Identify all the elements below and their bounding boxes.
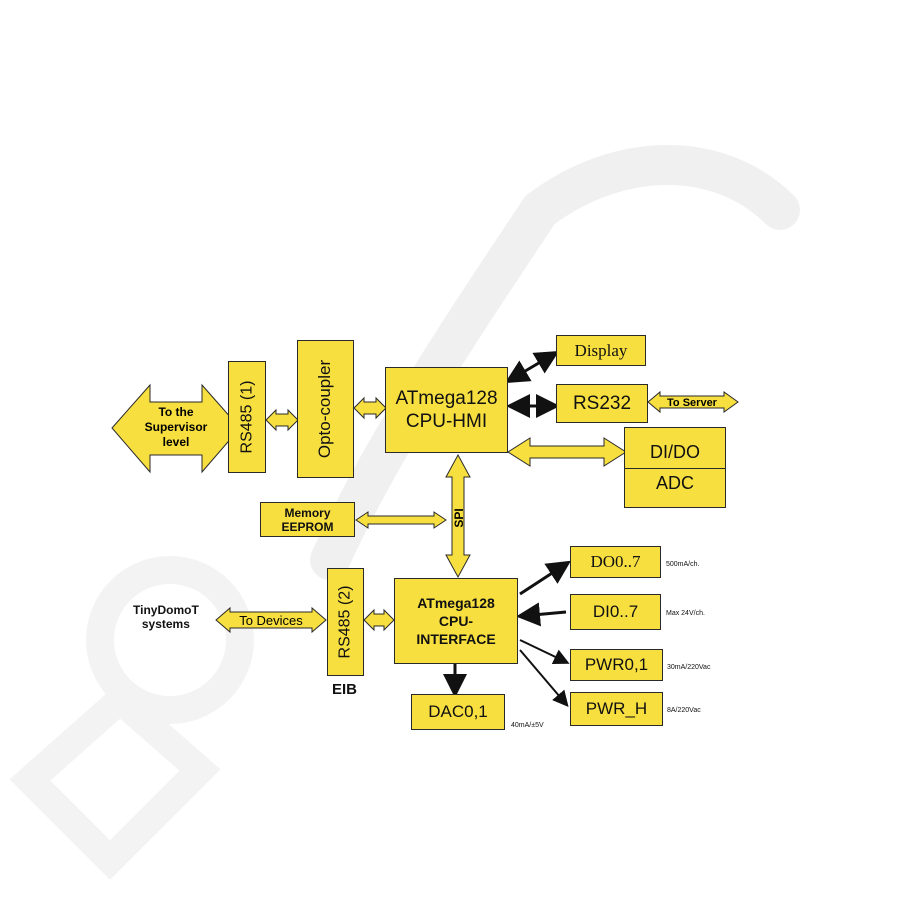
cpu-dido-arrow bbox=[508, 438, 626, 466]
tinydomot-label-1: TinyDomoT bbox=[133, 603, 199, 617]
cpu-if-label-1: ATmega128 bbox=[417, 594, 495, 612]
dac-spec-label: 40mA/±5V bbox=[511, 722, 544, 729]
dac01-label: DAC0,1 bbox=[428, 702, 488, 722]
do07-label: DO0..7 bbox=[590, 552, 640, 572]
memory-block: Memory EEPROM bbox=[260, 502, 355, 537]
eib-label: EIB bbox=[332, 681, 357, 698]
to-server-label: To Server bbox=[667, 397, 718, 409]
supervisor-arrow-label-1: To the bbox=[158, 405, 193, 419]
pwr01-spec-label: 30mA/220Vac bbox=[667, 664, 710, 671]
rs232-block: RS232 bbox=[556, 384, 648, 423]
pwr01-block: PWR0,1 bbox=[570, 649, 663, 681]
pwr01-label: PWR0,1 bbox=[585, 655, 648, 675]
to-devices-label: To Devices bbox=[239, 613, 303, 628]
cpu-hmi-label-2: CPU-HMI bbox=[406, 410, 487, 433]
memory-label-1: Memory bbox=[284, 506, 330, 520]
memory-spi-arrow bbox=[356, 512, 446, 528]
memory-label-2: EEPROM bbox=[281, 520, 333, 534]
cpu-if-label-2: CPU- bbox=[439, 612, 473, 630]
rs232-label: RS232 bbox=[573, 393, 631, 415]
do-spec-label: 500mA/ch. bbox=[666, 561, 699, 568]
do-arrow bbox=[520, 564, 566, 594]
dac01-block: DAC0,1 bbox=[411, 694, 505, 730]
rs485-2-label: RS485 (2) bbox=[337, 586, 355, 659]
opto-block: Opto-coupler bbox=[297, 340, 354, 478]
adc-label: ADC bbox=[625, 469, 725, 508]
cpu-hmi-block: ATmega128 CPU-HMI bbox=[385, 367, 508, 453]
rs485-2-block: RS485 (2) bbox=[327, 568, 364, 676]
tinydomot-label-2: systems bbox=[133, 617, 199, 631]
cpu-if-label-3: INTERFACE bbox=[416, 630, 495, 648]
rs485-1-block: RS485 (1) bbox=[228, 361, 266, 473]
tinydomot-label: TinyDomoT systems bbox=[133, 603, 199, 631]
supervisor-arrow-label-3: level bbox=[163, 435, 190, 449]
pwrh-block: PWR_H bbox=[570, 692, 663, 726]
di07-block: DI0..7 bbox=[570, 594, 661, 630]
rs485-1-label: RS485 (1) bbox=[238, 381, 256, 454]
opto-cpu-arrow bbox=[354, 398, 386, 418]
di-arrow bbox=[522, 612, 566, 616]
cpu-hmi-label-1: ATmega128 bbox=[395, 387, 497, 410]
supervisor-arrow-label-2: Supervisor bbox=[145, 420, 208, 434]
rs485-opto-arrow bbox=[266, 410, 298, 430]
pwrh-label: PWR_H bbox=[586, 699, 647, 719]
rs485-cpuif-arrow bbox=[364, 610, 394, 630]
pwrh-spec-label: 8A/220Vac bbox=[667, 707, 701, 714]
dido-label: DI/DO bbox=[625, 428, 725, 469]
opto-label: Opto-coupler bbox=[316, 360, 336, 458]
cpu-interface-block: ATmega128 CPU- INTERFACE bbox=[394, 578, 518, 664]
display-label: Display bbox=[575, 341, 628, 361]
di07-label: DI0..7 bbox=[593, 602, 638, 622]
do07-block: DO0..7 bbox=[570, 546, 661, 578]
spi-label: SPI bbox=[452, 508, 466, 527]
display-block: Display bbox=[556, 335, 646, 366]
dido-adc-block: DI/DO ADC bbox=[624, 427, 726, 508]
display-arrow bbox=[510, 354, 554, 380]
di-spec-label: Max 24V/ch. bbox=[666, 610, 705, 617]
